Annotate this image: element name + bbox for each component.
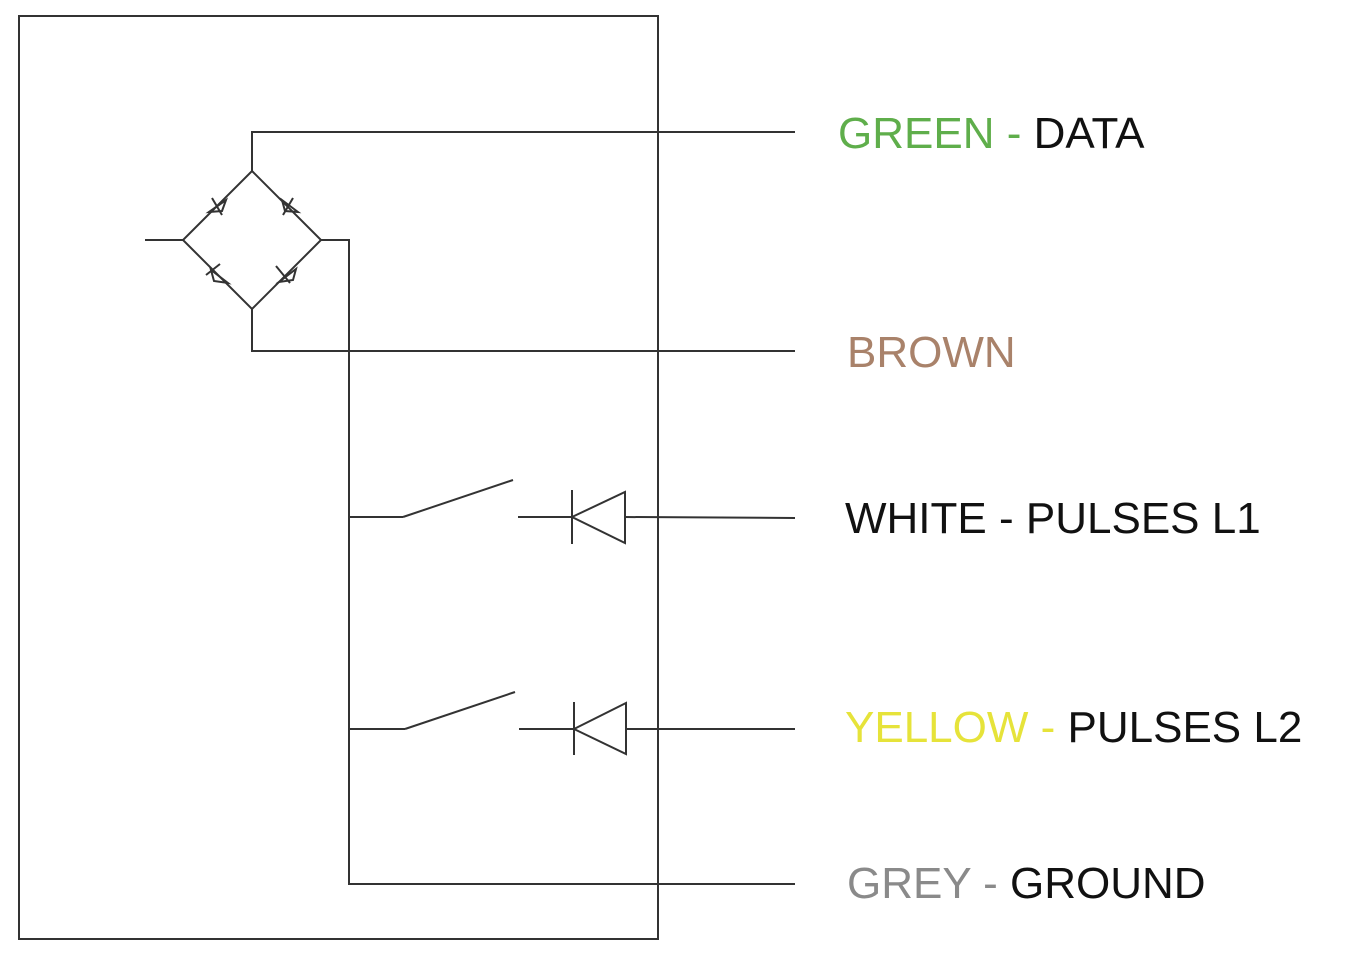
- grey-separator: -: [971, 859, 1010, 908]
- bridge-rectifier: [145, 169, 323, 311]
- grey-color-name: GREY: [847, 859, 971, 908]
- grey-function: GROUND: [1010, 859, 1206, 908]
- bridge-diode-top-right: [280, 197, 302, 216]
- wire-label-green: GREEN - DATA: [838, 109, 1145, 158]
- wire-label-grey: GREY - GROUND: [847, 859, 1206, 908]
- yellow-function: PULSES L2: [1068, 703, 1303, 752]
- pulse-l1-switch: [349, 479, 514, 518]
- white-separator: -: [987, 494, 1026, 543]
- ground-bus-line: [321, 239, 795, 885]
- pulse-l2-diode: [519, 701, 795, 756]
- yellow-separator: -: [1028, 703, 1067, 752]
- green-function: DATA: [1034, 109, 1145, 158]
- bridge-diode-top-left: [205, 197, 229, 216]
- bridge-diode-bottom-right: [275, 265, 298, 284]
- wire-label-brown: BROWN: [847, 328, 1016, 377]
- white-color-name: WHITE: [845, 494, 987, 543]
- yellow-color-name: YELLOW: [845, 703, 1029, 752]
- brown-wire-line: [251, 309, 795, 352]
- wire-label-white: WHITE - PULSES L1: [845, 494, 1261, 543]
- green-separator: -: [994, 109, 1033, 158]
- white-function: PULSES L1: [1026, 494, 1261, 543]
- green-wire-line: [251, 131, 795, 171]
- bridge-diode-bottom-left: [205, 263, 232, 285]
- brown-color-name: BROWN: [847, 328, 1016, 377]
- device-enclosure: [18, 15, 659, 940]
- pulse-l2-switch: [349, 691, 516, 730]
- green-color-name: GREEN: [838, 109, 994, 158]
- pulse-l1-diode: [518, 490, 796, 545]
- wire-label-yellow: YELLOW - PULSES L2: [845, 703, 1302, 752]
